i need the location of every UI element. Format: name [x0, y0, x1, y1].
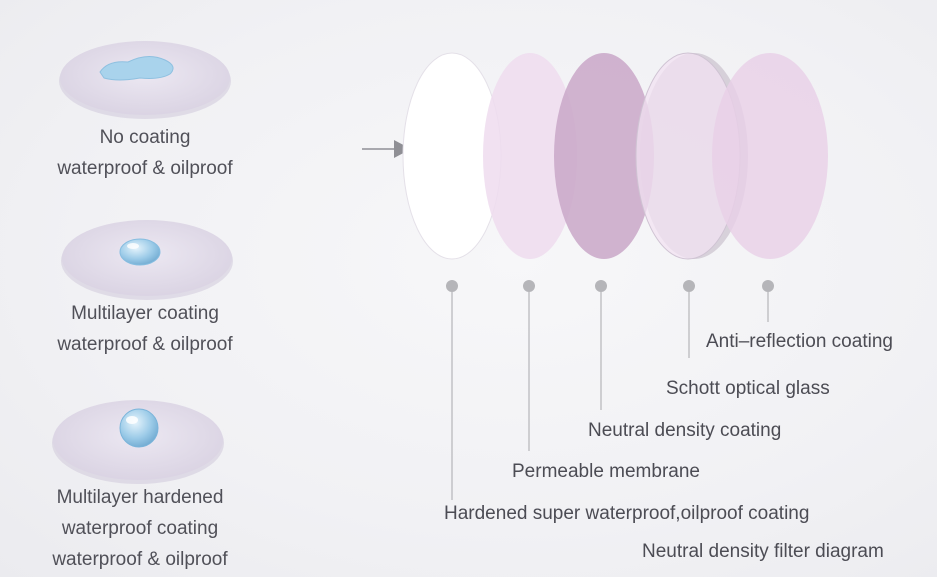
caption-line: waterproof & oilproof [52, 549, 228, 570]
sample-disc-hardened [52, 400, 224, 484]
connector-dot [683, 280, 695, 292]
filter-layers [402, 52, 828, 260]
connector-dot [523, 280, 535, 292]
caption-line: waterproof & oilproof [57, 158, 233, 179]
sample-disc-no-coating [59, 41, 231, 119]
connector-dot [762, 280, 774, 292]
layer-permeable-membrane [483, 53, 577, 259]
label-schott-glass: Schott optical glass [666, 378, 830, 399]
caption-line: Multilayer coating [71, 303, 219, 324]
layer-connectors [446, 280, 774, 500]
sample-caption-no-coating: No coating waterproof & oilproof [25, 122, 265, 184]
diagram-caption: Neutral density filter diagram [642, 541, 884, 562]
water-droplet-icon [119, 408, 159, 448]
sample-disc-multilayer [61, 220, 233, 300]
label-permeable-membrane: Permeable membrane [512, 461, 700, 482]
connector-dot [446, 280, 458, 292]
layer-nd-coating [554, 53, 654, 259]
sample-caption-hardened: Multilayer hardened waterproof coating w… [20, 482, 260, 575]
label-nd-coating: Neutral density coating [588, 420, 782, 441]
label-hardened-coating: Hardened super waterproof,oilproof coati… [444, 503, 810, 524]
sample-caption-multilayer: Multilayer coating waterproof & oilproof [25, 298, 265, 360]
connector-dot [595, 280, 607, 292]
caption-line: No coating [99, 127, 191, 148]
caption-line: waterproof & oilproof [57, 334, 233, 355]
label-anti-reflection: Anti–reflection coating [706, 331, 893, 352]
layer-anti-reflection [712, 53, 828, 259]
caption-line: waterproof coating [61, 518, 219, 539]
caption-line: Multilayer hardened [56, 487, 224, 508]
water-spread-icon [99, 56, 174, 81]
light-arrow-icon [362, 140, 411, 158]
water-bead-icon [119, 238, 161, 266]
